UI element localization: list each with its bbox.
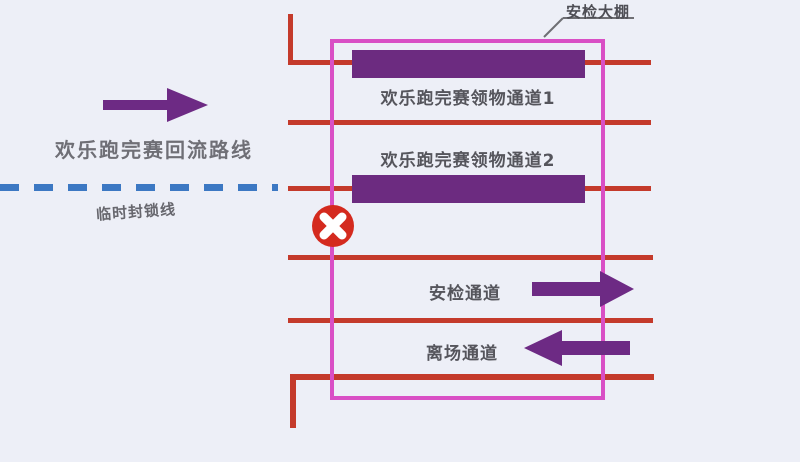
temporary-blockade-label: 临时封锁线 <box>95 200 177 224</box>
red-route-line-bottom <box>290 374 654 380</box>
security-shed-label: 安检大棚 <box>566 3 631 21</box>
red-route-line-4 <box>288 255 653 260</box>
channel-1-label: 欢乐跑完赛领物通道1 <box>380 89 556 109</box>
exit-channel-label: 离场通道 <box>426 344 498 364</box>
channel-bar-1 <box>352 50 585 78</box>
red-route-line-top-vertical <box>288 14 293 65</box>
temporary-blockade-line <box>0 184 278 191</box>
red-route-line-5 <box>288 318 653 323</box>
exit-channel-arrow-icon <box>524 330 630 366</box>
return-route-label: 欢乐跑完赛回流路线 <box>55 138 253 162</box>
shed-callout-line <box>543 17 634 38</box>
channel-2-label: 欢乐跑完赛领物通道2 <box>380 151 556 171</box>
security-channel-arrow-icon <box>532 271 634 307</box>
return-route-arrow-icon <box>103 88 208 122</box>
red-route-line-2 <box>288 120 651 125</box>
red-route-line-bottom-vertical <box>290 374 296 428</box>
blocked-crossing-icon <box>312 205 354 247</box>
channel-bar-2 <box>352 175 585 203</box>
security-channel-label: 安检通道 <box>429 284 501 304</box>
